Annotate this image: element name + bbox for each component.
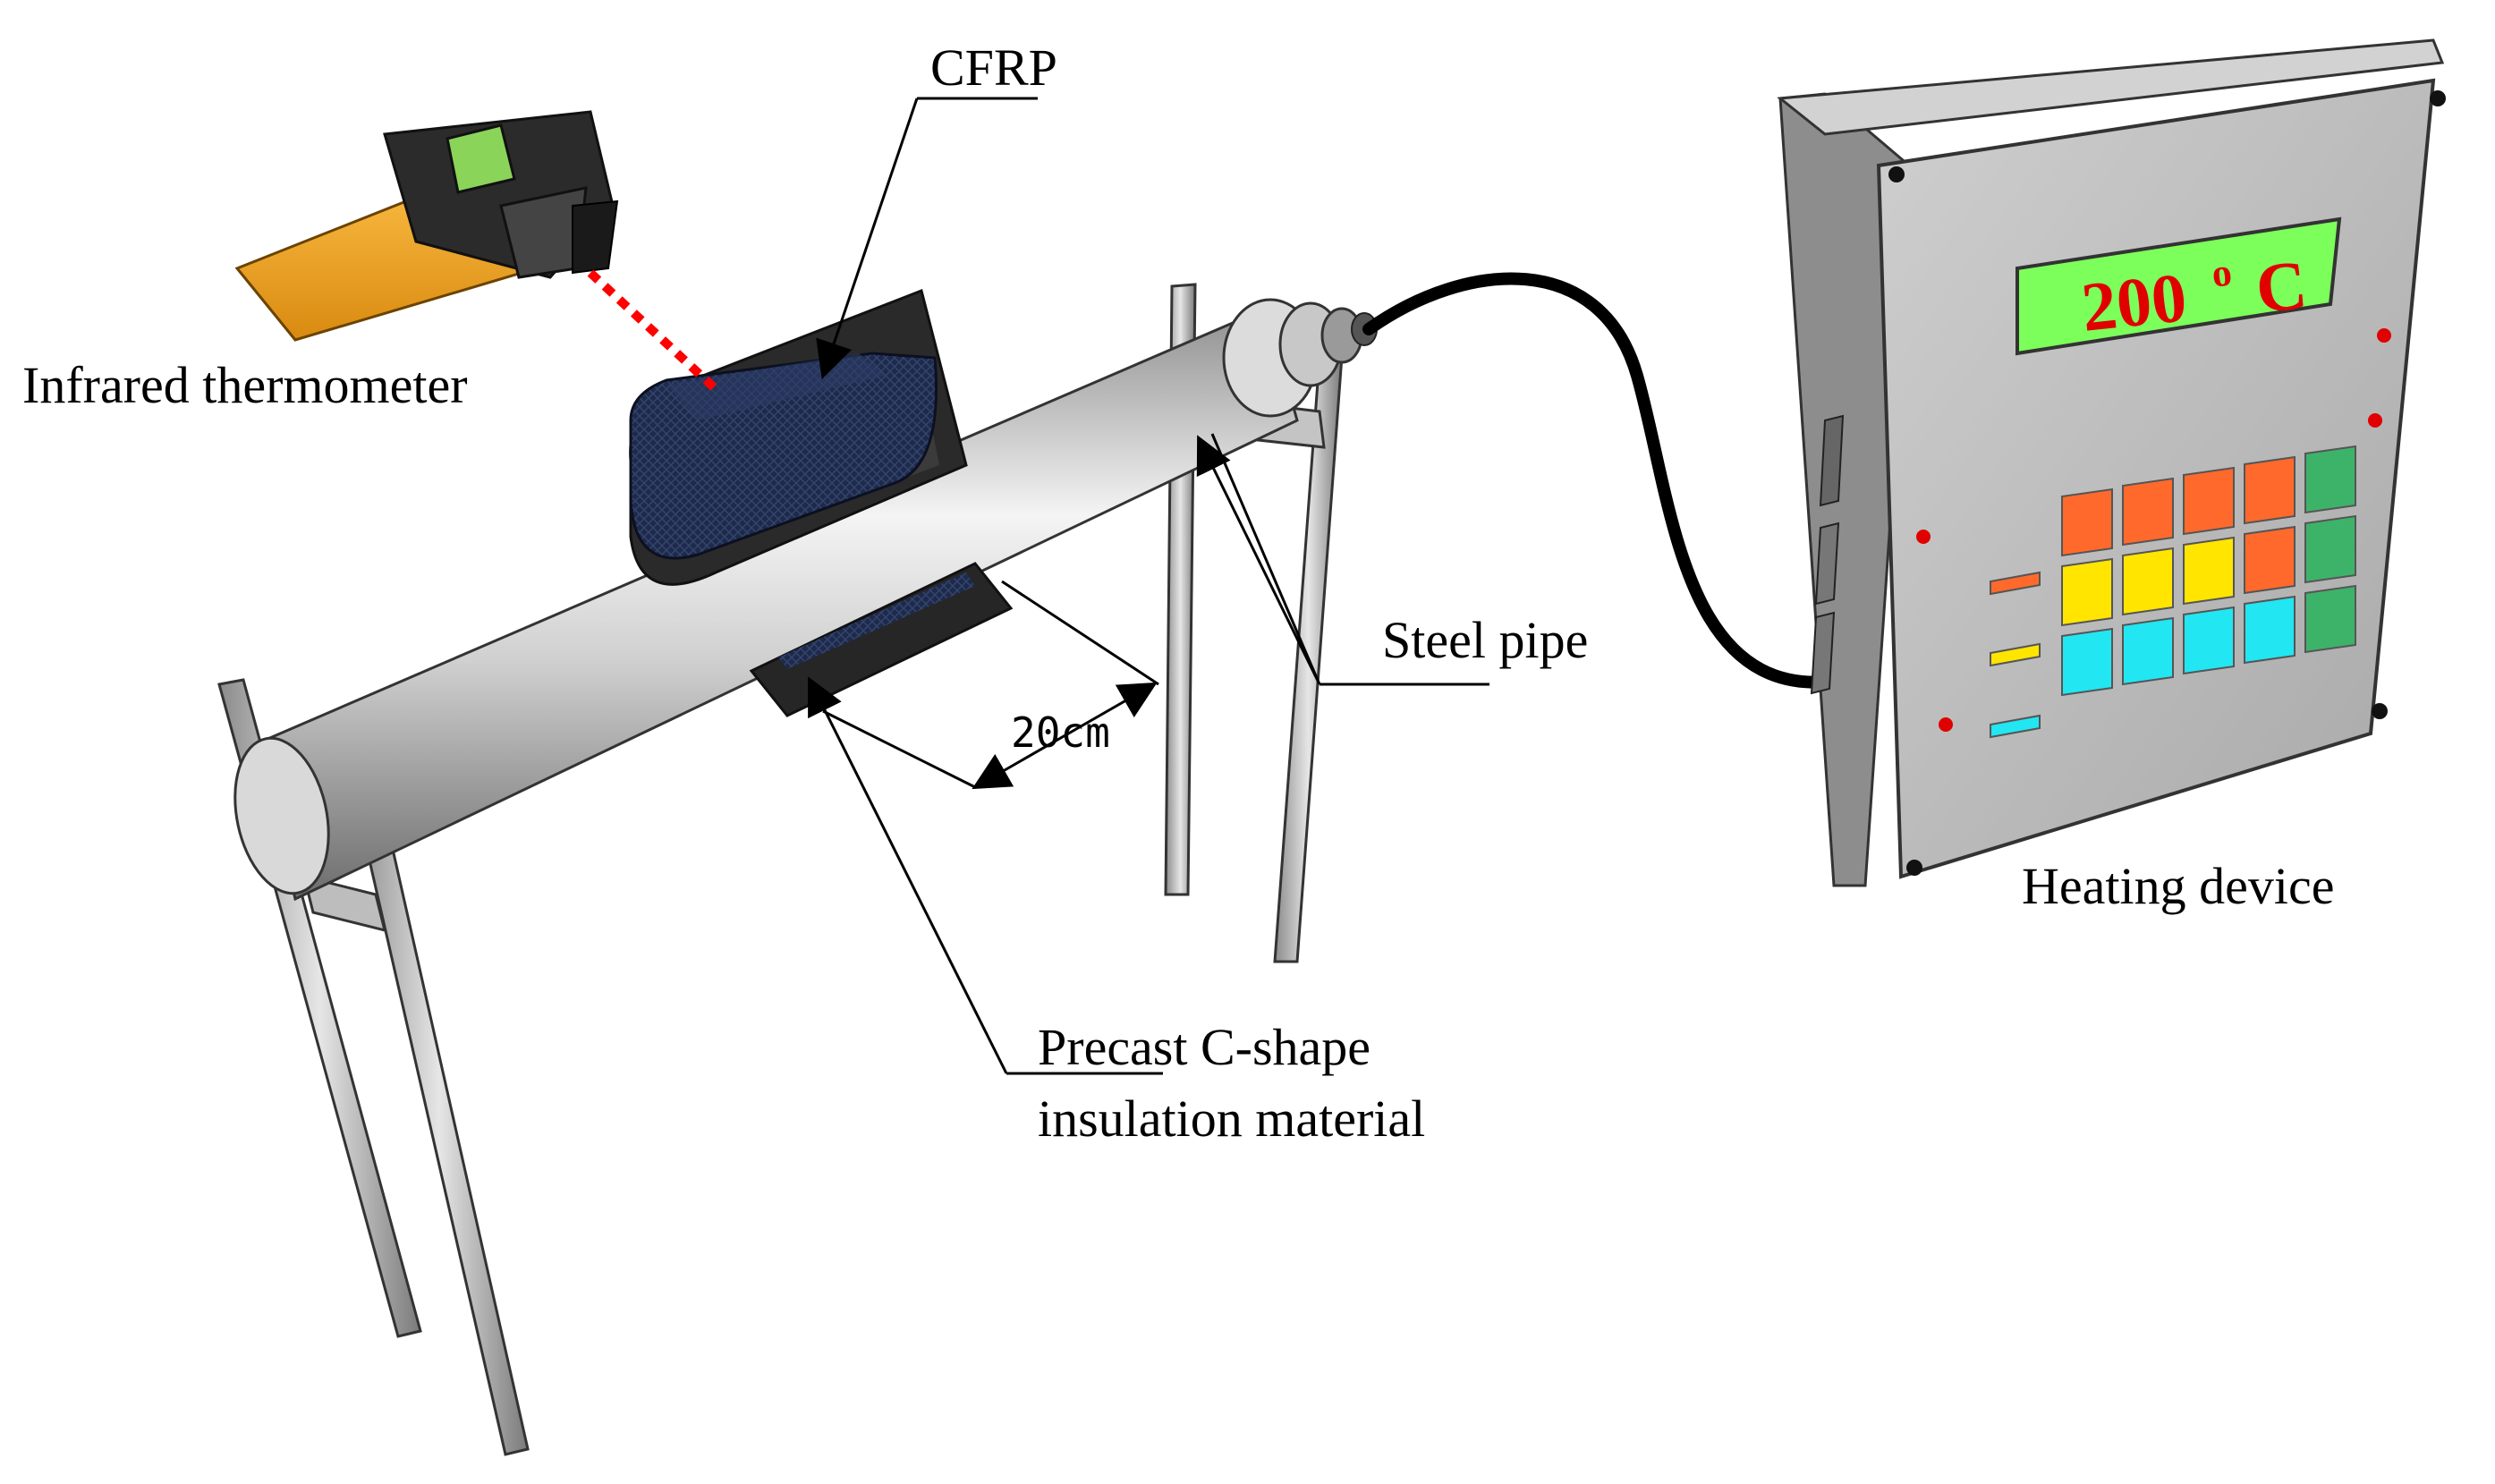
steel-pipe-label: Steel pipe: [1382, 611, 1588, 669]
keypad-key-r1-c1: [2061, 488, 2113, 557]
temperature-value: 200: [2078, 258, 2190, 346]
dimension-label: 20cm: [1011, 708, 1110, 757]
keypad-key-r2-c2: [2122, 547, 2174, 616]
keypad-key-r2-c3: [2183, 536, 2235, 606]
keypad-key-r2-c4: [2244, 525, 2296, 595]
keypad-key-r3-c1: [2061, 627, 2113, 697]
cfrp-label: CFRP: [930, 38, 1057, 97]
dimension-extension-1: [1001, 580, 1159, 686]
heating-device-label: Heating device: [2022, 857, 2334, 915]
keypad-key-r1-c5: [2304, 445, 2356, 514]
keypad-side-bar-3: [1990, 714, 2041, 739]
infrared-thermometer-label: Infrared thermometer: [22, 356, 468, 414]
keypad-side-bar-1: [1990, 571, 2041, 596]
temperature-display: [2016, 216, 2342, 356]
infrared-thermometer: [234, 110, 619, 342]
keypad-key-r1-c3: [2183, 466, 2235, 536]
keypad-side-bar-2: [1990, 642, 2041, 667]
callout-lines: [808, 97, 1489, 1075]
dimension-extension-2: [822, 709, 976, 789]
steel-pipe: [233, 306, 1299, 902]
keypad-key-r2-c1: [2061, 557, 2113, 627]
degree-symbol: o: [2210, 250, 2234, 296]
power-cable: [1362, 272, 1849, 689]
dimension-line: [972, 682, 1158, 790]
keypad-key-r2-c5: [2304, 514, 2356, 584]
steel-pipe-arrow: [1196, 435, 1321, 685]
temperature-unit: C: [2253, 245, 2311, 327]
keypad-key-r1-c2: [2122, 477, 2174, 547]
laser-beam: [587, 269, 719, 393]
temperature-readout: 200 o C: [2075, 215, 2311, 346]
insulation-label-line2: insulation material: [1038, 1090, 1425, 1148]
insulation-label-line1: Precast C-shape: [1038, 1018, 1371, 1076]
pipe-end-flange: [1222, 298, 1378, 418]
insulation-leader: [808, 676, 1008, 1074]
keypad-key-r3-c3: [2183, 606, 2235, 675]
keypad-key-r3-c4: [2244, 595, 2296, 665]
keypad-key-r3-c2: [2122, 616, 2174, 686]
heating-device-keypad: [1990, 445, 2356, 739]
keypad-key-r1-c4: [2244, 455, 2296, 525]
thermometer-screen: [446, 123, 516, 194]
keypad-key-r3-c5: [2304, 584, 2356, 654]
